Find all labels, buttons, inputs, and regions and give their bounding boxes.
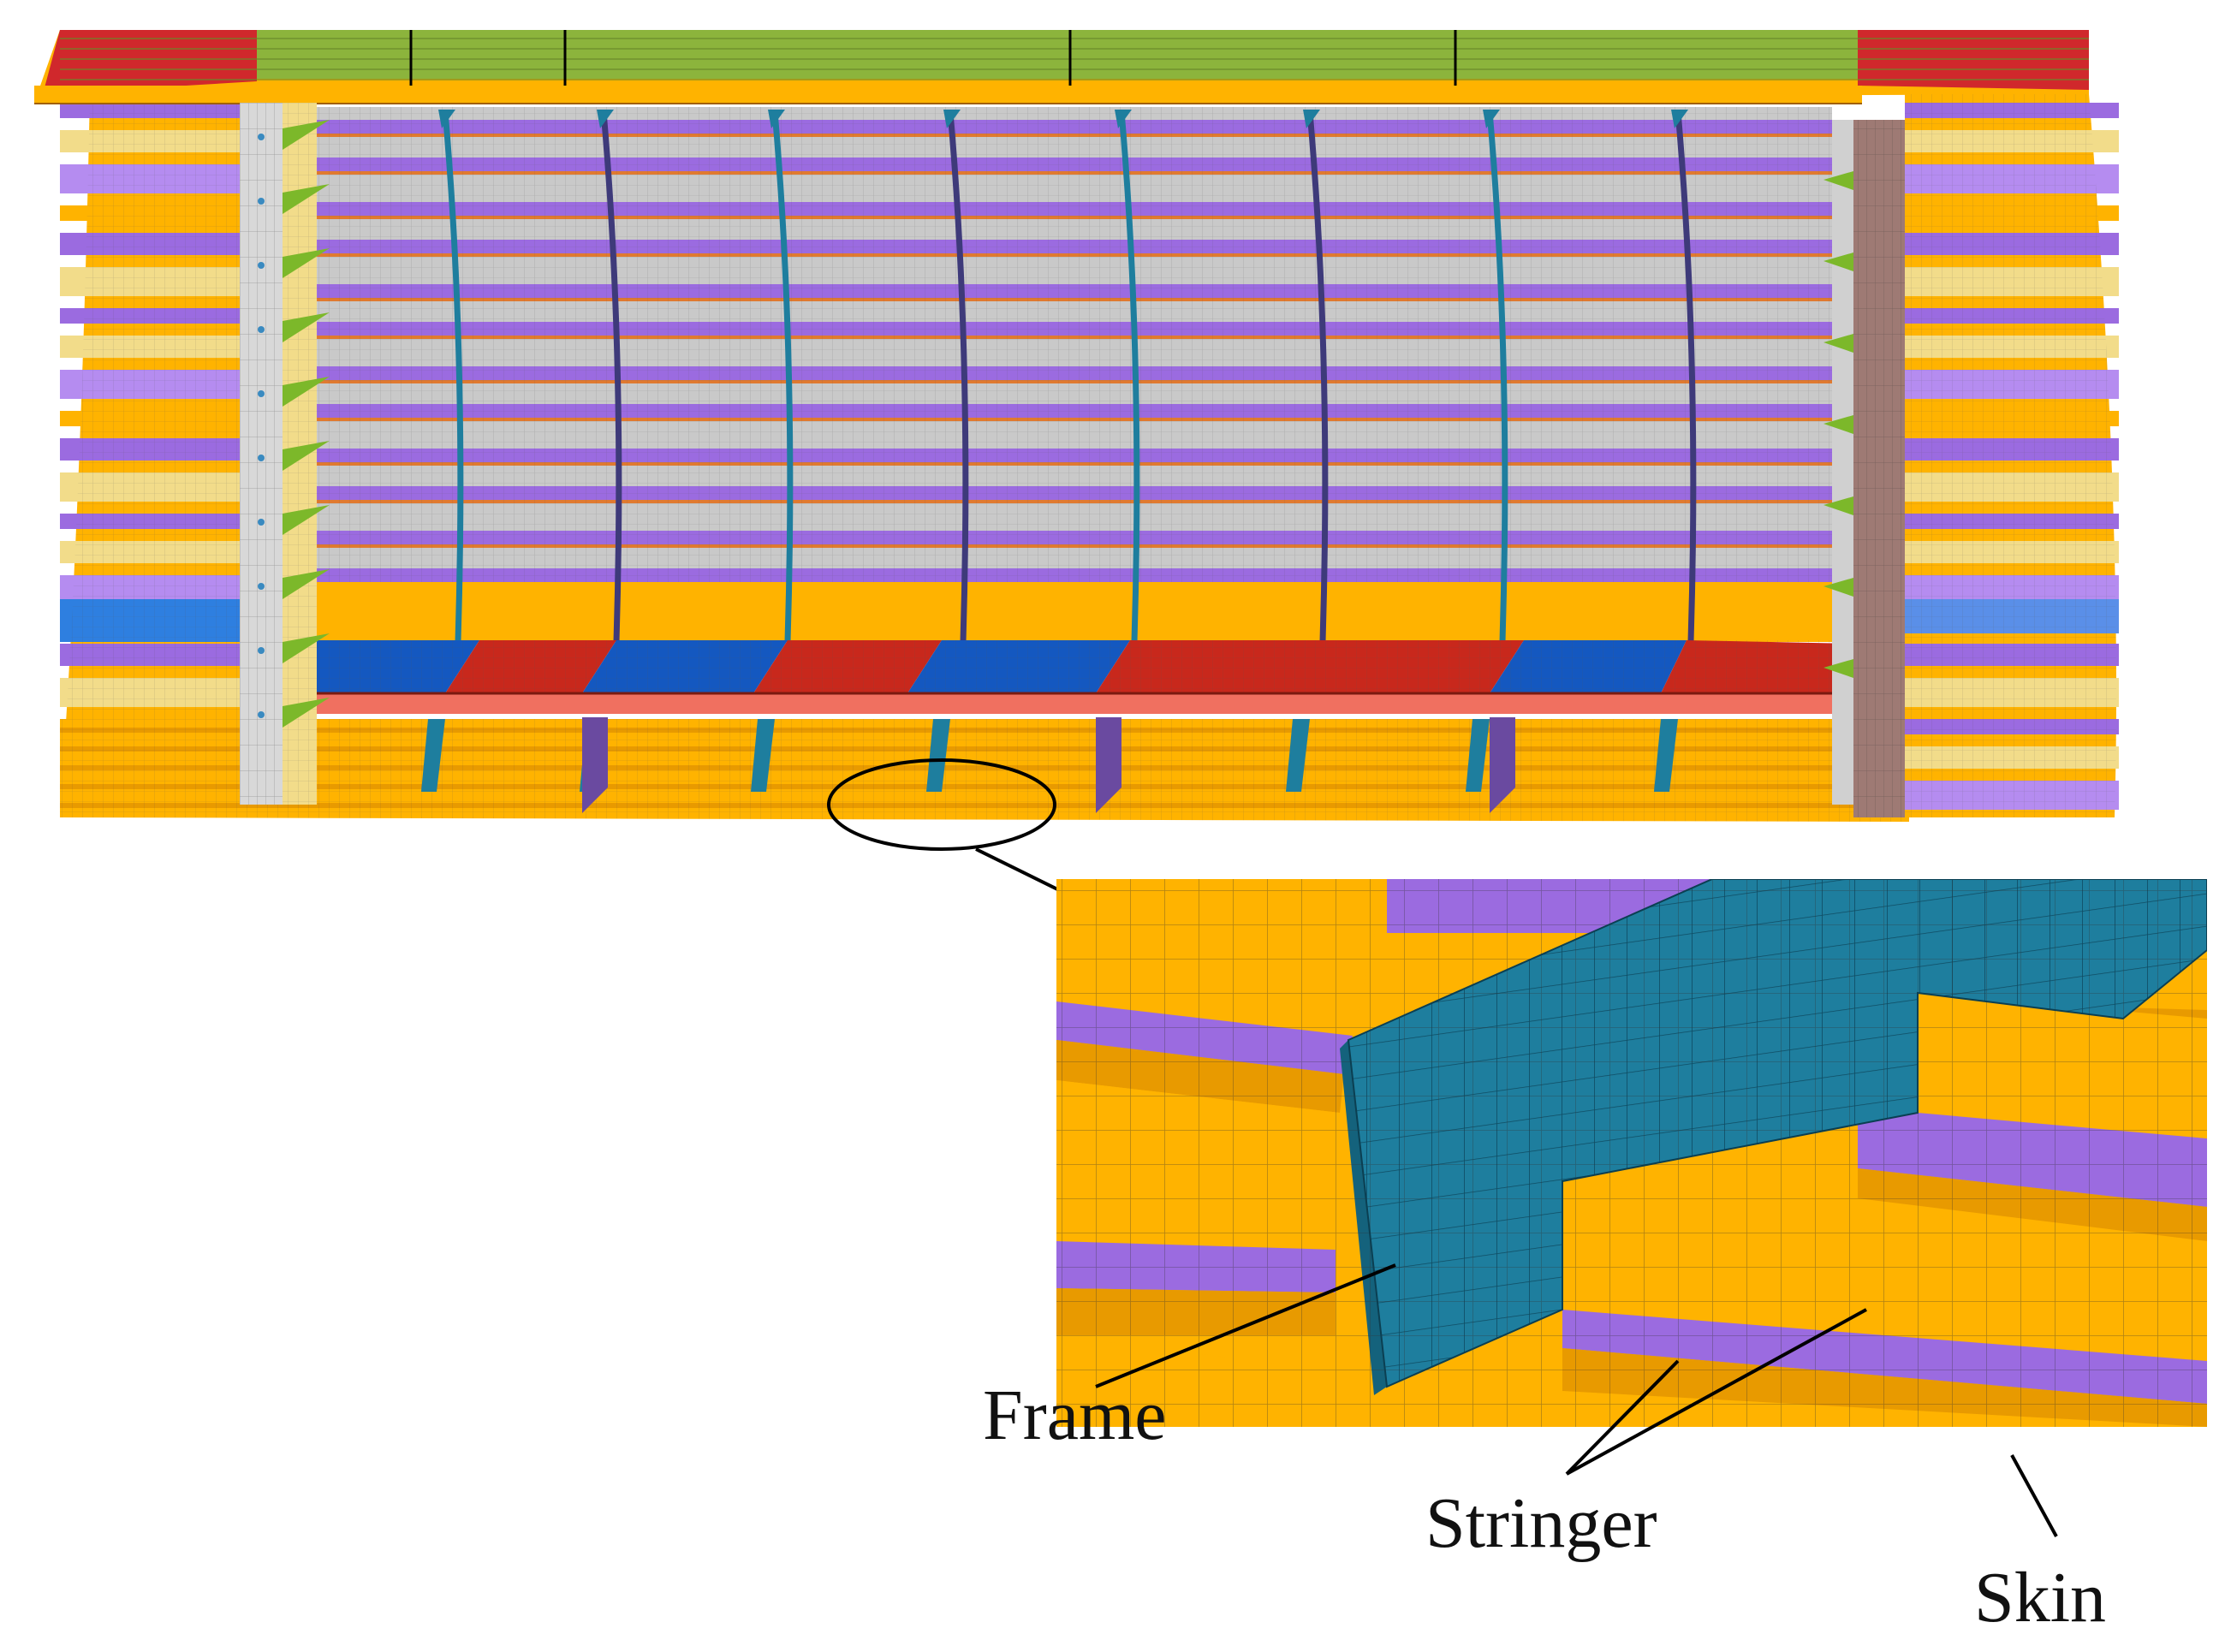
floor-panels [278,640,1858,714]
right-clip [1823,334,1853,353]
lower-skin-section [60,717,1909,822]
stringer-leader-b [1566,1308,1867,1476]
zoomed-detail [1056,879,2207,1427]
frame-top-clip [943,110,961,128]
left-rivet [258,326,265,333]
lower-frame-clip [751,719,775,792]
left-rivet [258,519,265,526]
frame-line [1118,110,1140,643]
left-rivet [258,711,265,718]
left-rivet [258,262,265,269]
skin-label: Skin [1974,1558,2107,1637]
left-rivet [258,647,265,654]
left-clip [283,569,330,599]
right-clip [1823,415,1853,434]
left-clip [283,505,330,535]
right-clip [1823,496,1853,515]
right-clip [1823,659,1853,678]
crown-strip [34,30,2089,104]
right-clip [1823,578,1853,597]
lower-frame-clip [1466,719,1490,792]
left-rivet [258,198,265,205]
skin-leader [2010,1454,2058,1537]
lower-frame-clip [1654,719,1678,792]
frame-line [771,110,794,643]
frame-top-clip [768,110,785,128]
left-clip [283,312,330,342]
fuselage-model [34,30,2119,822]
left-rivet [258,390,265,397]
frame-top-clip [438,110,455,128]
interior-skin-panel [283,107,1832,642]
left-skin-section [60,94,283,813]
frame-line [947,110,969,643]
frame-label: Frame [983,1376,1167,1455]
right-clip [1823,171,1853,190]
left-clip [283,377,330,407]
frame-top-clip [1115,110,1132,128]
stringer-label: Stringer [1425,1483,1657,1563]
right-skin-section [1905,94,2119,817]
frame-line [1486,110,1508,643]
stringer-leader-a [1565,1359,1680,1476]
left-rivet [258,455,265,461]
left-rivet [258,134,265,140]
lower-bulkhead-web [1490,717,1515,813]
right-clip [1823,253,1853,271]
frame-leader [1095,1263,1396,1388]
right-bulkhead [1823,120,1905,817]
frame-line [442,110,464,643]
detail-ellipse [827,758,1056,851]
lower-bulkhead-web [1096,717,1121,813]
lower-frame-clip [926,719,950,792]
frame-top-clip [1671,110,1688,128]
frame-line [1675,110,1697,643]
frame-top-clip [597,110,614,128]
left-clip [283,698,330,728]
lower-frame-clip [421,719,445,792]
frame-line [600,110,622,643]
lower-frame-clip [1286,719,1310,792]
frame-top-clip [1303,110,1320,128]
frame-top-clip [1483,110,1500,128]
left-clip [283,633,330,663]
left-end-frame [240,103,330,805]
left-rivet [258,583,265,590]
left-clip [283,120,330,150]
lower-bulkhead-web [582,717,608,813]
leader-lines [1095,1263,2058,1537]
frame-line [1306,110,1329,643]
left-clip [283,248,330,278]
left-clip [283,184,330,214]
left-clip [283,441,330,471]
circumferential-frames [438,110,1697,643]
